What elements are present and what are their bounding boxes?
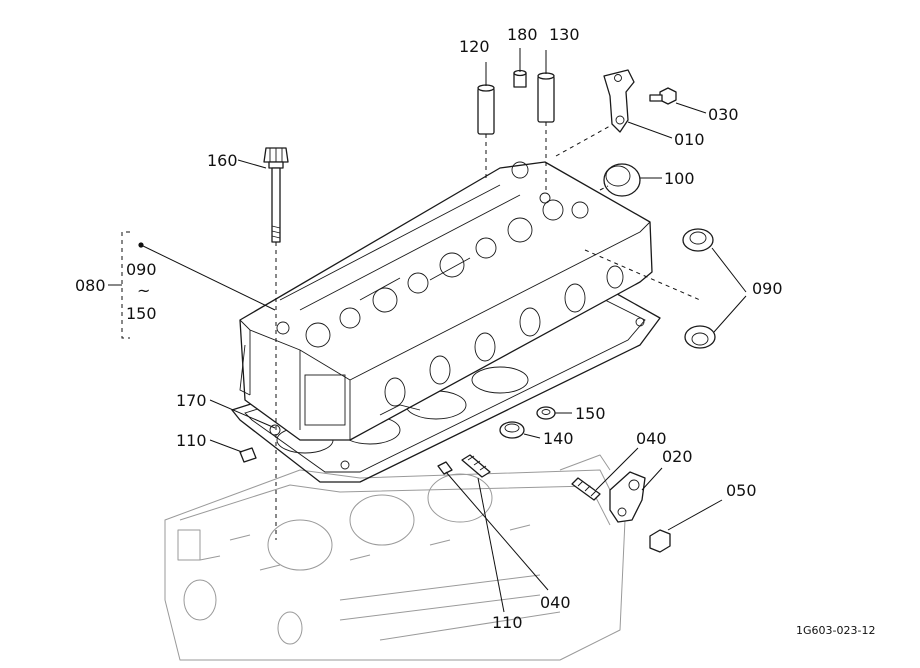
valve-guide-130	[537, 72, 555, 123]
group-marker-dot	[138, 242, 144, 248]
label-080: 080	[75, 276, 106, 295]
label-110-left: 110	[176, 431, 207, 450]
label-110-bottom: 110	[492, 613, 523, 632]
label-090-group: 090	[126, 260, 157, 279]
seal-140	[499, 421, 525, 439]
label-010: 010	[674, 130, 705, 149]
label-040-bottom: 040	[540, 593, 571, 612]
nut-050	[649, 529, 671, 553]
cap-100	[603, 163, 641, 197]
cylinder-head	[239, 161, 653, 441]
label-040-right: 040	[636, 429, 667, 448]
plug-180	[513, 69, 527, 88]
stud-040	[571, 477, 601, 501]
plug-110-left	[239, 447, 257, 463]
seal-150	[536, 406, 556, 420]
label-050: 050	[726, 481, 757, 500]
label-160: 160	[207, 151, 238, 170]
hook-020	[609, 471, 646, 523]
label-030: 030	[708, 105, 739, 124]
label-150-group: 150	[126, 304, 157, 323]
leader-lines	[108, 48, 747, 613]
cylinder-block	[164, 454, 626, 661]
part-labels: 120 180 130 030 010 160 100 080 090 ~ 15…	[75, 25, 875, 637]
label-120: 120	[459, 37, 490, 56]
stud-110	[461, 454, 491, 478]
label-100: 100	[664, 169, 695, 188]
head-bolt-160	[263, 147, 289, 243]
label-180: 180	[507, 25, 538, 44]
label-140: 140	[543, 429, 574, 448]
label-170: 170	[176, 391, 207, 410]
valve-guide-120	[477, 84, 495, 135]
seal-090-upper	[682, 228, 714, 252]
stud-040-lower	[437, 461, 453, 475]
bolt-030	[649, 87, 677, 105]
label-130: 130	[549, 25, 580, 44]
label-tilde: ~	[137, 281, 150, 300]
drawing-code: 1G603-023-12	[796, 624, 875, 637]
seal-090-lower	[684, 325, 716, 349]
label-090-right: 090	[752, 279, 783, 298]
label-020: 020	[662, 447, 693, 466]
hook-010	[603, 69, 635, 133]
label-150: 150	[575, 404, 606, 423]
